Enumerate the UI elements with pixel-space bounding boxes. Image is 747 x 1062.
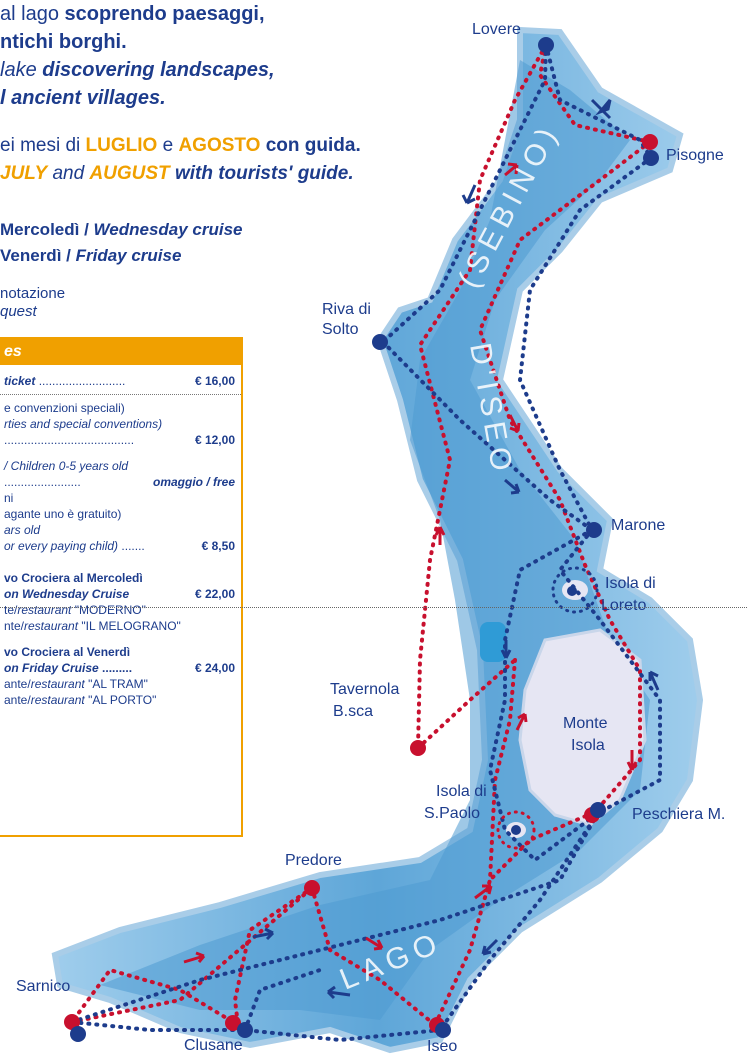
price-row-conv: .......................................€… xyxy=(4,433,235,447)
blue-route xyxy=(70,43,662,1043)
port-iseo xyxy=(435,1022,451,1038)
months-en: JULY and AUGUST with tourists' guide. xyxy=(0,163,354,184)
arrow-icon xyxy=(326,985,351,1000)
price-fri-cruise-it: vo Crociera al Venerdì xyxy=(4,645,131,659)
months-it: ei mesi di LUGLIO e AGOSTO con guida. xyxy=(0,135,361,156)
arrow-icon xyxy=(434,526,446,545)
place-sarnico: Sarnico xyxy=(16,978,71,995)
place-isola-di-loreto-2: Loreto xyxy=(601,597,647,614)
port-san-paolo xyxy=(511,825,521,835)
arrow-icon xyxy=(183,951,206,964)
port-marone xyxy=(586,522,602,538)
port-pisogne xyxy=(643,150,659,166)
price-table: es ticket ..........................€ 16… xyxy=(0,337,243,837)
port-lovere xyxy=(538,37,554,53)
arrow-icon xyxy=(504,478,521,495)
arrow-icon xyxy=(481,938,499,956)
cruise-wednesday: Mercoledì / Wednesday cruise xyxy=(0,220,243,239)
direction-arrows xyxy=(183,98,660,1000)
port-clusane-red xyxy=(225,1015,241,1031)
arrow-icon xyxy=(500,640,512,659)
price-row-ticket: ticket ..........................€ 16,00 xyxy=(4,374,235,388)
arrow-icon xyxy=(515,712,528,731)
price-fri-restaurant-1: ante/restaurant "AL TRAM" xyxy=(4,677,148,691)
price-fri-restaurant-2: ante/restaurant "AL PORTO" xyxy=(4,693,157,707)
place-riva-di: Riva di xyxy=(322,301,371,318)
cruise-friday: Venerdì / Friday cruise xyxy=(0,246,182,265)
divider-dotted xyxy=(0,607,747,608)
price-table-header: es xyxy=(0,339,241,365)
port-loreto xyxy=(567,586,577,596)
port-tavernola xyxy=(410,740,426,756)
place-marone: Marone xyxy=(611,517,666,534)
price-children-en: / Children 0-5 years old xyxy=(4,459,129,473)
arrow-icon xyxy=(504,162,519,177)
price-wed-cruise-it: vo Crociera al Mercoledì xyxy=(4,571,143,585)
port-peschiera xyxy=(590,802,606,818)
price-kids-it2: agante uno è gratuito) xyxy=(4,507,122,521)
place-iseo: Iseo xyxy=(427,1038,458,1055)
price-kids-en1: ars old xyxy=(4,523,41,537)
price-row-wed-cruise: on Wednesday Cruise€ 22,00 xyxy=(4,587,235,601)
port-sarnico xyxy=(70,1026,86,1042)
price-wed-restaurant-2: nte/restaurant "IL MELOGRANO" xyxy=(4,619,181,633)
arrow-icon xyxy=(365,936,384,951)
arrow-icon xyxy=(461,184,477,205)
price-conv-it: e convenzioni speciali) xyxy=(4,401,125,415)
place-monte: Monte xyxy=(563,715,608,732)
price-row-children: .......................omaggio / free xyxy=(4,475,235,489)
place-isola-di-loreto-1: Isola di xyxy=(605,575,656,592)
price-kids-it1: ni xyxy=(4,491,14,505)
arrow-icon xyxy=(648,670,660,691)
headline-it-line1: al lago scoprendo paesaggi, xyxy=(0,3,265,25)
port-sarnico-red xyxy=(64,1014,80,1030)
place-isola-di-san-paolo-1: Isola di xyxy=(436,783,487,800)
headline-en-line2: l ancient villages. xyxy=(0,87,166,109)
price-wed-restaurant-1: te/restaurant "MODERNO" xyxy=(4,603,146,617)
place-lovere: Lovere xyxy=(472,21,521,38)
price-row-kids: or every paying child) .......€ 8,50 xyxy=(4,539,235,553)
place-tavernola: Tavernola xyxy=(330,681,400,698)
port-riva-di-solto xyxy=(372,334,388,350)
price-conv-en: rties and special conventions) xyxy=(4,417,163,431)
port-markers xyxy=(64,37,659,1042)
red-route xyxy=(70,43,652,1027)
place-isola-di-san-paolo-2: S.Paolo xyxy=(424,805,481,822)
headline-en-line1: lake discovering landscapes, xyxy=(0,59,275,81)
price-row-fri-cruise: on Friday Cruise .........€ 24,00 xyxy=(4,661,235,675)
place-bsca: B.sca xyxy=(333,703,374,720)
place-clusane: Clusane xyxy=(184,1037,243,1054)
port-predore xyxy=(304,880,320,896)
arrow-icon xyxy=(626,750,638,771)
place-predore: Predore xyxy=(285,852,342,869)
place-peschiera: Peschiera M. xyxy=(632,806,726,823)
arrow-icon xyxy=(508,414,521,433)
port-clusane xyxy=(237,1022,253,1038)
place-solto: Solto xyxy=(322,321,359,338)
port-pisogne-red xyxy=(642,134,658,150)
arrow-icon xyxy=(590,98,612,120)
arrow-icon xyxy=(252,927,275,941)
headline-it-line2: ntichi borghi. xyxy=(0,31,127,53)
place-isola: Isola xyxy=(571,737,605,754)
place-pisogne: Pisogne xyxy=(666,147,724,164)
arrow-icon xyxy=(474,884,493,900)
